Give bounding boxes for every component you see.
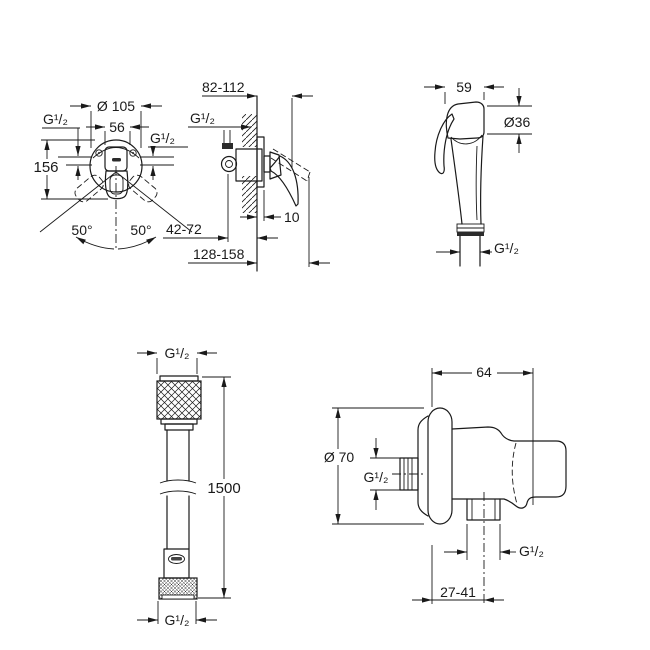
valve-body bbox=[235, 148, 263, 182]
dim-side-depth-min: 42-72 bbox=[166, 221, 202, 237]
hose-break-line-bottom bbox=[159, 490, 197, 495]
dim-mixer-width: 56 bbox=[109, 119, 125, 135]
hose-knurled-nut-top bbox=[156, 380, 202, 420]
hand-spray-view: 59 Ø36 G¹/₂ bbox=[424, 79, 532, 267]
hose-view: G¹/₂ 1500 G¹/₂ bbox=[137, 345, 243, 628]
valve-stem bbox=[263, 155, 271, 173]
escutcheon-plate bbox=[256, 136, 265, 188]
hose-collar bbox=[164, 423, 194, 431]
dim-elbow-width: 64 bbox=[476, 364, 492, 380]
spray-body-left bbox=[450, 138, 463, 225]
dim-hose-length: 1500 bbox=[207, 480, 240, 497]
angle-lines bbox=[39, 171, 193, 233]
outlet-stub bbox=[466, 498, 501, 521]
elbow-body bbox=[451, 426, 567, 509]
dim-elbow-thread-outlet: G¹/₂ bbox=[519, 543, 544, 559]
elbow-flange bbox=[427, 407, 453, 525]
cap-mark bbox=[112, 158, 121, 162]
handle-position-right bbox=[128, 174, 158, 203]
flange-cone bbox=[417, 415, 429, 517]
dim-mixer-angle-left: 50° bbox=[71, 222, 92, 238]
brand-logo-oval bbox=[168, 554, 185, 564]
dim-side-depth-max: 128-158 bbox=[193, 246, 245, 262]
lever-side bbox=[269, 155, 299, 207]
hose-break-line-top bbox=[159, 479, 197, 484]
spray-trigger bbox=[434, 113, 455, 175]
spray-head bbox=[445, 101, 485, 140]
handle-position-left bbox=[74, 174, 104, 203]
dim-mixer-diameter: Ø 105 bbox=[97, 98, 135, 114]
dim-spray-width: 59 bbox=[456, 79, 472, 95]
mixer-side-view: 82-112 G¹/₂ 10 42-72 128-158 bbox=[163, 79, 330, 272]
dim-side-thread: G¹/₂ bbox=[190, 110, 215, 126]
lever-handle bbox=[104, 170, 129, 200]
hose-tube-lower bbox=[166, 495, 190, 550]
holder-cup-hidden-line bbox=[511, 442, 518, 505]
angle-arc-left bbox=[75, 236, 115, 250]
dim-mixer-thread-right: G¹/₂ bbox=[150, 130, 175, 146]
dim-mixer-angle-right: 50° bbox=[130, 222, 151, 238]
wall-hatch-bottom bbox=[242, 176, 257, 213]
screw-left bbox=[95, 149, 103, 157]
inlet-nipple bbox=[392, 457, 424, 491]
wall-hatch-top bbox=[242, 114, 257, 147]
supply-union bbox=[220, 155, 238, 173]
dim-elbow-flange-diameter: Ø 70 bbox=[324, 449, 355, 465]
dim-hose-thread-top: G¹/₂ bbox=[165, 345, 190, 361]
dim-mixer-thread-left: G¹/₂ bbox=[43, 111, 68, 127]
screw-right bbox=[129, 149, 137, 157]
dim-side-plate: 10 bbox=[284, 209, 300, 225]
supply-pipes bbox=[58, 156, 174, 166]
spray-inlet-stub bbox=[459, 235, 481, 267]
spray-neck-curve bbox=[450, 134, 483, 145]
lever-raised-dashed bbox=[270, 148, 311, 182]
wall-elbow-view: 64 Ø 70 G¹/₂ G¹/₂ 27-41 bbox=[321, 364, 567, 604]
dim-spray-thread: G¹/₂ bbox=[494, 240, 519, 256]
dim-side-projection: 82-112 bbox=[202, 79, 245, 95]
spray-body-right bbox=[480, 135, 484, 225]
dim-elbow-thread-inlet: G¹/₂ bbox=[364, 469, 389, 485]
mixer-front-view: 50° 50° Ø 105 56 G¹/₂ G¹/₂ 156 bbox=[30, 98, 193, 250]
spray-connector bbox=[456, 223, 485, 229]
dim-elbow-depth-range: 27-41 bbox=[440, 584, 476, 600]
dim-spray-head-diameter: Ø36 bbox=[504, 114, 531, 130]
hose-tube-upper bbox=[166, 429, 190, 482]
dim-hose-thread-bottom: G¹/₂ bbox=[165, 612, 190, 628]
handle-hub bbox=[269, 151, 282, 180]
angle-arc-right bbox=[117, 236, 157, 250]
hose-nut-top-rim bbox=[159, 375, 199, 382]
dim-mixer-height: 156 bbox=[33, 159, 58, 176]
